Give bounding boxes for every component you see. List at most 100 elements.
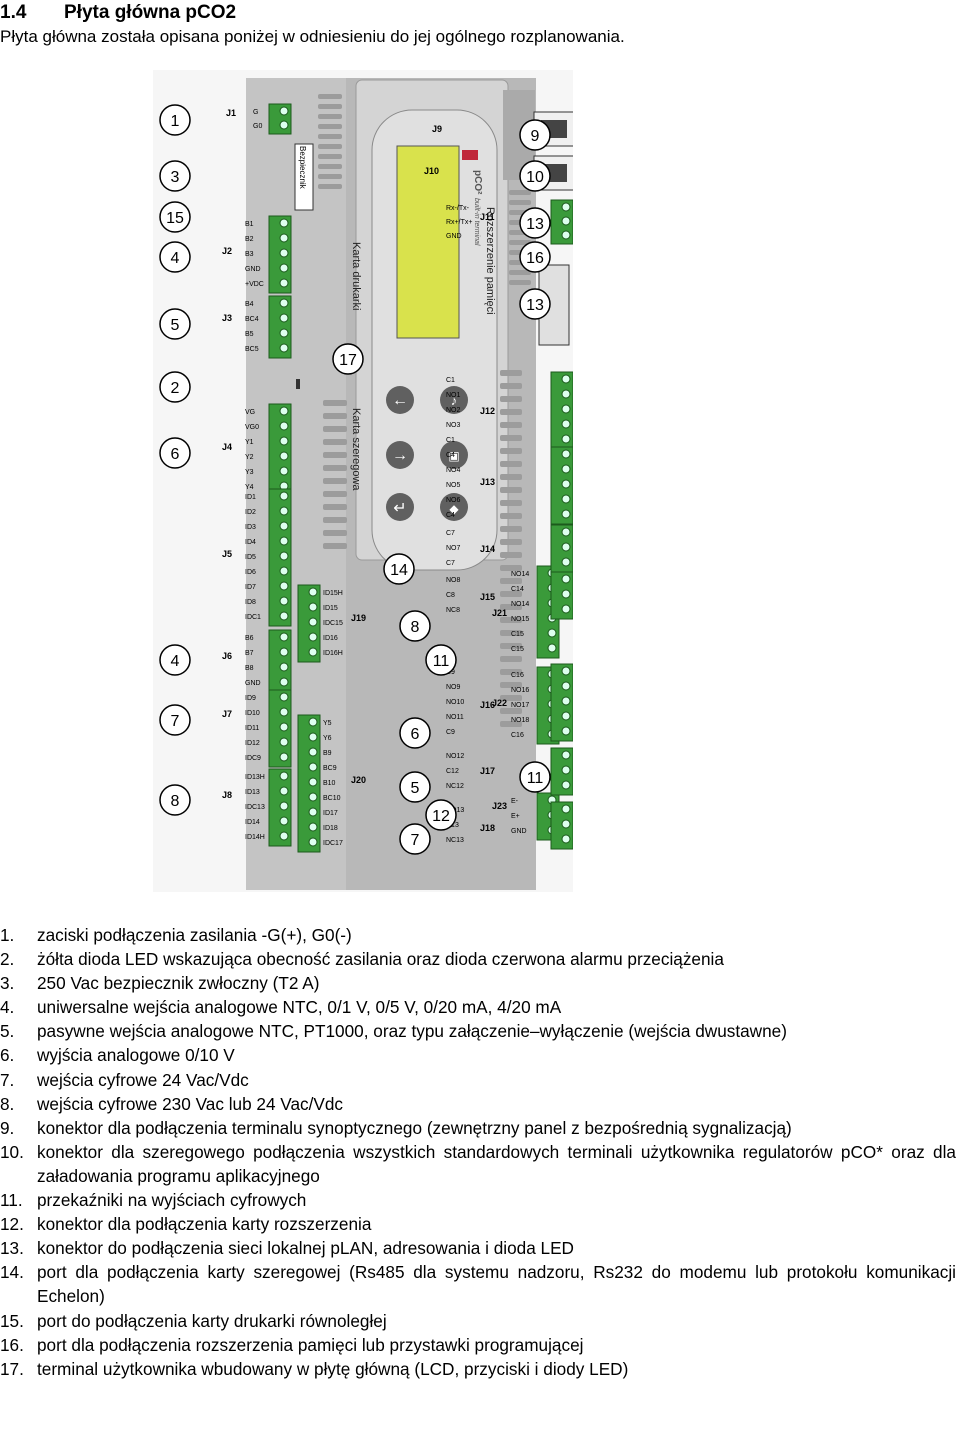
terminal-screw [279,771,289,781]
legend-item-text: konektor dla podłączenia karty rozszerze… [37,1214,372,1235]
button-bell [440,386,468,414]
callout-c15: 15 [159,201,191,233]
terminal-label: C9 [446,729,455,736]
terminal-label: C12 [446,768,459,775]
terminal-screw [308,617,318,627]
terminal-screw [561,434,571,444]
legend-item: 17.terminal użytkownika wbudowany w płyt… [0,1357,956,1381]
terminal-label: ID16H [323,650,343,657]
vent-slot [500,539,522,545]
terminal-label: ID16 [323,635,338,642]
vent-slot [323,465,347,471]
terminal-label: BC5 [245,346,259,353]
callout-c14: 14 [383,553,415,585]
label-j6: J6 [222,651,232,661]
enter-icon: ↵ [393,500,406,517]
vent-slot [500,513,522,519]
legend-item-text: port dla podłączenia rozszerzenia pamięc… [37,1334,584,1355]
legend-item-text: 250 Vac bezpiecznik zwłoczny (T2 A) [37,973,320,994]
callout-circle [383,553,415,585]
terminal-label: B8 [245,665,254,672]
terminal-label: Y1 [245,439,254,446]
terminal-label: NO11 [446,714,464,721]
terminal-label: G [253,109,258,116]
label-j7: J7 [222,709,232,719]
callout-circle [519,207,551,239]
right-arrow-icon: → [392,447,408,464]
terminal-screw [279,263,289,273]
vent-slot [500,487,522,493]
vent-slot [509,200,531,205]
terminal-screw [561,726,571,736]
terminal-label: NO16 [511,687,529,694]
terminal-screw [279,831,289,841]
terminal-label: B6 [245,635,254,642]
terminal-screw [279,233,289,243]
terminal-screw [561,765,571,775]
terminal-label: GND [446,233,462,240]
vent-slot [500,669,522,675]
vent-slot [500,591,522,597]
terminal-screw [561,750,571,760]
callout-c11a: 11 [425,644,457,676]
vent-slot [500,461,522,467]
legend-item-number: 11. [0,1190,23,1211]
vent-slot [509,190,531,195]
terminal-label: NO15 [511,616,529,623]
legend-item: 16.port dla podłączenia rozszerzenia pam… [0,1333,956,1357]
callout-number: 6 [171,446,180,463]
vent-slot [500,682,522,688]
terminal-label: NO8 [446,577,461,584]
terminal-block-body [268,295,292,359]
label-j22: J22 [492,698,507,708]
label-j2: J2 [222,246,232,256]
left-arrow-icon: ← [392,392,408,409]
terminal-label: NO14 [511,571,529,578]
terminal-screw [561,711,571,721]
terminal-screw [561,230,571,240]
terminal-screw [279,343,289,353]
legend-item-number: 9. [0,1117,15,1138]
terminal-label: ID17 [323,810,338,817]
terminal-screw [561,216,571,226]
callout-c17: 17 [332,343,364,375]
vent-slot [323,504,347,510]
terminal-label: C15 [511,631,524,638]
callout-c9: 9 [519,119,551,151]
terminal-label: B9 [323,750,332,757]
terminal-blocks: GG0B1B2B3GND+VDCB4BC4B5BC5VGVG0Y1Y2Y3Y4I… [245,103,573,853]
terminal-screw [279,406,289,416]
terminal-screw [561,374,571,384]
vent-slot [500,422,522,428]
callout-circle [425,644,457,676]
terminal-screw [308,587,318,597]
label-j14: J14 [480,544,495,554]
terminal-label: IDC1 [245,614,261,621]
terminal-label: ID14 [245,819,260,826]
terminal-block-body [268,403,292,497]
vent-slot [323,452,347,458]
terminal-label: C16 [511,672,524,679]
legend-item-number: 13. [0,1238,24,1259]
terminal-screw [279,551,289,561]
vent-slot [323,426,347,432]
vent-slot [323,478,347,484]
terminal-screw [308,602,318,612]
terminal-label: B2 [245,236,254,243]
callout-number: 3 [171,169,180,186]
terminal-label: IDC9 [245,755,261,762]
terminal-label: NO3 [446,422,461,429]
terminal-label: NO2 [446,407,461,414]
terminal-screw [561,589,571,599]
terminal-screw [561,509,571,519]
callout-circle [399,610,431,642]
terminal-label: B4 [245,301,254,308]
terminal-screw [279,566,289,576]
callout-number: 8 [171,793,180,810]
vent-slot [323,491,347,497]
vent-slot [323,439,347,445]
